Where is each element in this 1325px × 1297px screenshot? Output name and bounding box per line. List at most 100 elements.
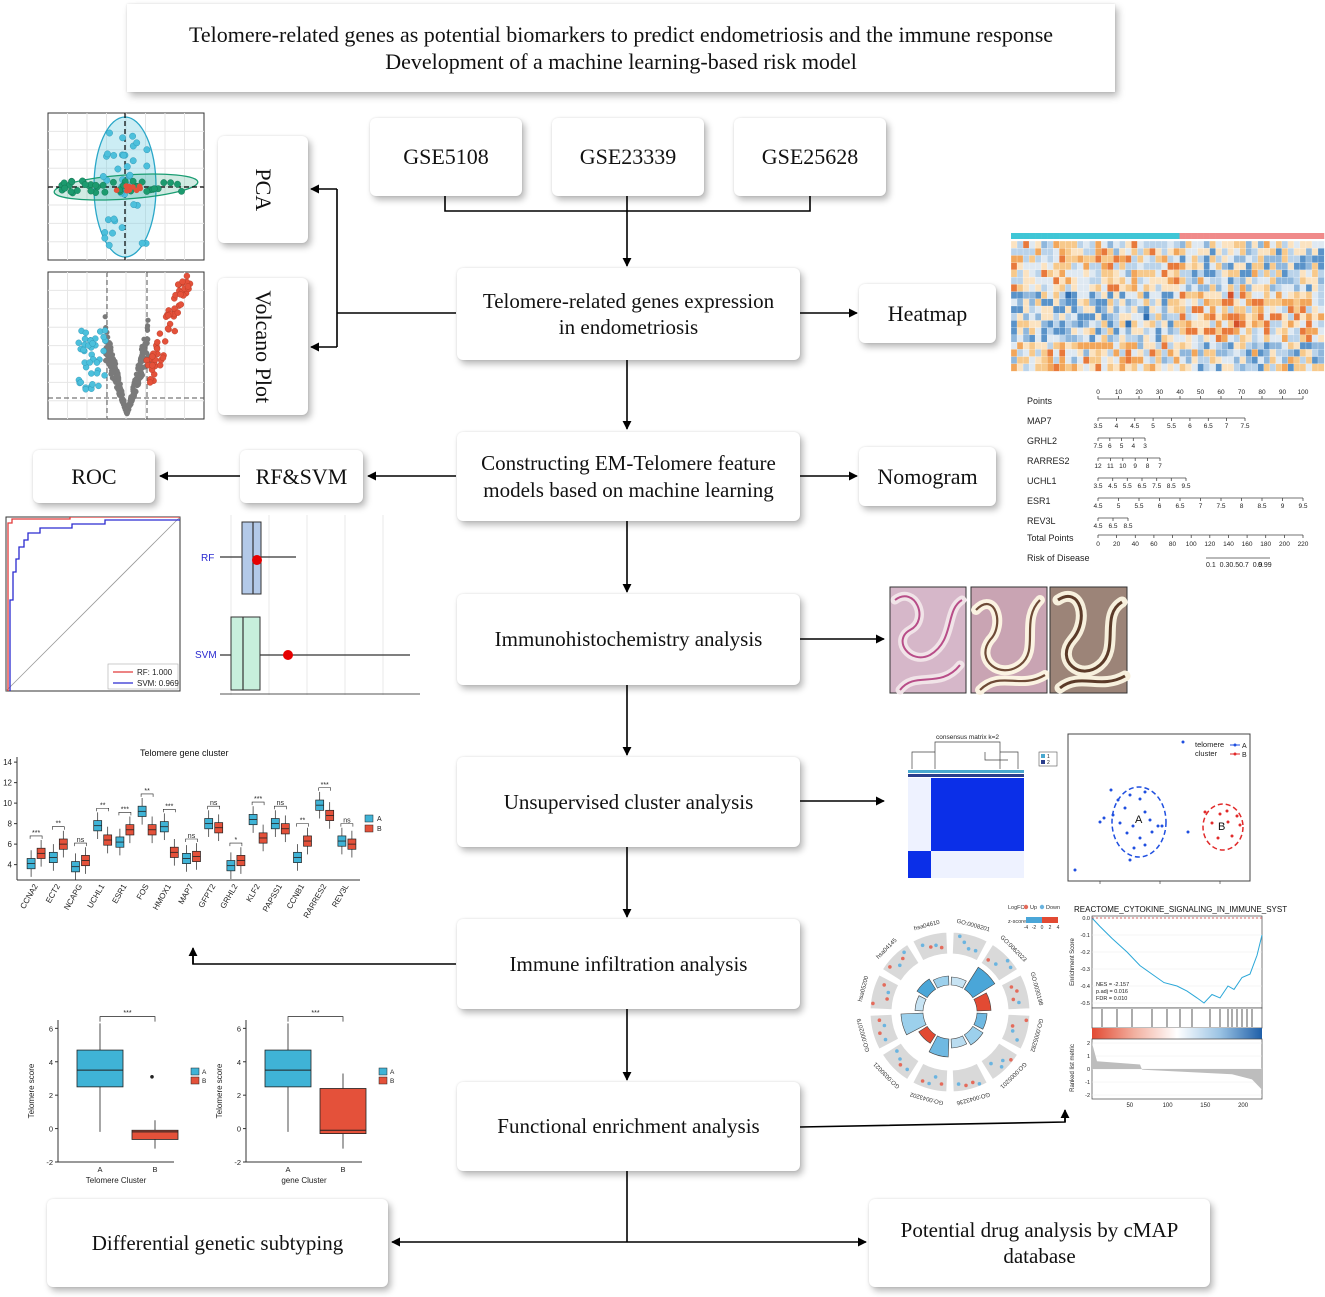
heatmap-cell <box>1149 284 1156 292</box>
heatmap-cell <box>1119 291 1126 300</box>
nomo-uchl1-tick-label: 5.5 <box>1123 483 1132 490</box>
cluster-point-b <box>1238 823 1242 827</box>
heatmap-cell <box>1281 291 1289 300</box>
heatmap-cell <box>1293 327 1301 336</box>
pca-point <box>110 178 117 186</box>
gsea-ytick: 0.0 <box>1082 916 1090 922</box>
heatmap-cell <box>1281 363 1289 372</box>
cluster-point-a <box>1118 821 1122 825</box>
heatmap-cell <box>1227 320 1235 329</box>
go-gene-dot <box>966 947 971 951</box>
heatmap-cell <box>1149 262 1156 271</box>
nomo-row-uchl1: UCHL1 <box>1027 476 1057 486</box>
pca-point <box>104 150 111 158</box>
go-legend-z: z-score <box>1008 919 1026 925</box>
heatmap-cell <box>1233 291 1241 300</box>
pca-point <box>126 171 134 179</box>
heatmap-cell <box>1131 320 1138 329</box>
heatmap-cell <box>1305 334 1313 343</box>
go-bar-sector <box>950 976 967 989</box>
pca-point <box>110 215 118 223</box>
volcano-point <box>93 359 101 366</box>
heatmap-cell <box>1257 240 1265 249</box>
side-nomogram-label: Nomogram <box>877 463 978 489</box>
heatmap-annotation-cell <box>1107 233 1114 239</box>
heatmap-cell <box>1215 262 1223 271</box>
heatmap-cell <box>1077 334 1084 343</box>
heatmap-cell <box>1251 248 1259 256</box>
nomo-total-tick-label: 180 <box>1260 541 1271 548</box>
heatmap-cell <box>1131 334 1138 343</box>
heatmap-annotation-cell <box>1197 233 1204 239</box>
heatmap-cell <box>1281 356 1289 365</box>
heatmap-cell <box>1191 356 1199 365</box>
heatmap-cell <box>1028 356 1036 365</box>
heatmap-cell <box>1305 327 1313 336</box>
heatmap-cell <box>1143 313 1150 321</box>
heatmap-cell <box>1149 363 1156 372</box>
heatmap-annotation-cell <box>1029 233 1036 239</box>
heatmap-cell <box>1251 262 1259 271</box>
heatmap-cell <box>1161 291 1168 300</box>
heatmap-annotation-cell <box>1083 233 1090 239</box>
pca-point <box>129 157 137 165</box>
heatmap-annotation-cell <box>1119 233 1126 239</box>
gsea-stat: FDR = 0.010 <box>1096 996 1127 1002</box>
heatmap-cell <box>1221 240 1229 249</box>
heatmap-cell <box>1185 298 1193 307</box>
heatmap-cell <box>1022 276 1030 285</box>
heatmap-cell <box>1287 276 1295 285</box>
heatmap-cell <box>1299 341 1307 350</box>
step-subtyping: Differential genetic subtyping <box>47 1199 388 1287</box>
heatmap-cell <box>1215 334 1223 343</box>
heatmap-annotation-cell <box>1311 233 1319 239</box>
go-bar-sector <box>918 1025 937 1044</box>
heatmap-cell <box>1221 284 1229 292</box>
heatmap-annotation-cell <box>1233 233 1241 239</box>
heatmap-annotation-cell <box>1209 233 1216 239</box>
heatmap-cell <box>1281 327 1289 336</box>
heatmap-cell <box>1233 298 1241 307</box>
heatmap-cell <box>1221 313 1229 321</box>
heatmap-cell <box>1245 363 1253 372</box>
heatmap-cell <box>1275 356 1283 365</box>
go-gene-dot <box>956 1082 961 1086</box>
gsea-xtick: 150 <box>1200 1103 1211 1109</box>
heatmap-cell <box>1299 320 1307 329</box>
heatmap-cell <box>1233 248 1241 256</box>
heatmap-cell <box>1119 298 1126 307</box>
step-expression-line1: Telomere-related genes expression <box>482 288 775 313</box>
cluster-point-a <box>1116 798 1120 802</box>
heatmap-cell <box>1269 248 1277 256</box>
go-outer-sector <box>869 1013 900 1050</box>
nomo-row-total: Total Points <box>1027 533 1074 543</box>
heatmap-cell <box>1040 262 1048 271</box>
heatmap-annotation-cell <box>1257 233 1265 239</box>
heatmap-cell <box>1233 269 1241 278</box>
heatmap-cell <box>1131 313 1138 321</box>
cluster-point-a <box>1160 824 1164 828</box>
side-volcano-label: Volcano Plot <box>250 290 276 403</box>
heatmap-annotation-cell <box>1011 233 1018 239</box>
heatmap-cell <box>1245 298 1253 307</box>
pca-point <box>150 185 158 193</box>
heatmap-cell <box>1185 356 1193 365</box>
heatmap-cell <box>1287 269 1295 278</box>
heatmap-cell <box>1125 363 1132 372</box>
heatmap-cell <box>1040 298 1048 307</box>
heatmap-cell <box>1149 248 1156 256</box>
heatmap-cell <box>1143 269 1150 278</box>
heatmap-cell <box>1293 320 1301 329</box>
cluster-point-a <box>1132 846 1136 850</box>
go-gene-dot <box>977 1082 982 1086</box>
heatmap-cell <box>1034 262 1042 271</box>
heatmap-cell <box>1179 269 1186 278</box>
heatmap-cell <box>1227 341 1235 350</box>
heatmap-cell <box>1203 334 1211 343</box>
heatmap-cell <box>1275 298 1283 307</box>
heatmap-cell <box>1107 269 1114 278</box>
volcano-point <box>111 377 118 383</box>
heatmap-cell <box>1227 305 1235 314</box>
heatmap-cell <box>1215 356 1223 365</box>
go-term-label: GO:0043202 <box>909 1090 944 1105</box>
